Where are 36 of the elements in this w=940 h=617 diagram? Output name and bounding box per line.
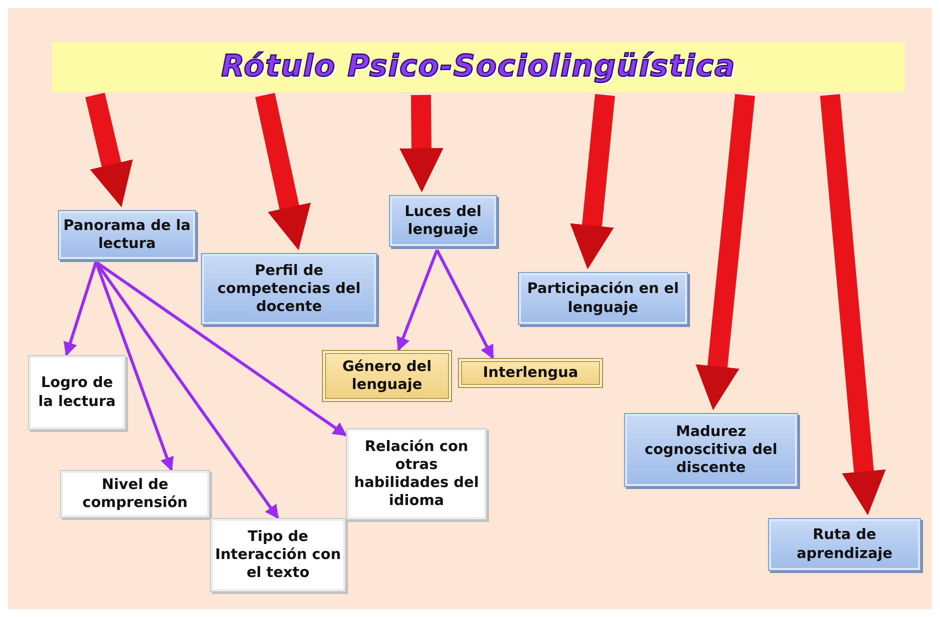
topic-box: [201, 253, 377, 325]
arrow: [95, 260, 348, 437]
topic-box: [389, 195, 497, 247]
box-label: Tipo de Interacción con el texto: [215, 528, 341, 582]
box-label: Madurez cognoscitiva del discente: [644, 422, 778, 478]
box-label: Luces del lenguaje: [404, 202, 482, 240]
topic-box: [210, 518, 346, 592]
box-label: Ruta de aprendizaje: [796, 526, 894, 563]
arrow: [820, 94, 886, 516]
box-label: Perfil de competencias del docente: [216, 262, 362, 316]
title-banner: [52, 42, 905, 92]
topic-box: [518, 272, 688, 325]
topic-box: [28, 355, 126, 430]
box-label: Interlengua: [482, 364, 578, 382]
topic-box: [624, 413, 798, 487]
topic-box: [768, 518, 921, 571]
arrow: [399, 94, 444, 192]
arrow: [85, 92, 133, 208]
box-label: Panorama de la lectura: [63, 216, 191, 254]
arrow: [570, 94, 615, 270]
title-text: Rótulo Psico-Sociolingüística: [221, 48, 736, 86]
arrow: [696, 94, 755, 410]
topic-box: [458, 358, 603, 388]
arrow: [255, 92, 311, 250]
box-label: Logro de la lectura: [37, 374, 117, 411]
box-label: Relación con otras habilidades del idioma: [353, 438, 480, 510]
topic-box: [60, 470, 210, 518]
box-label: Nivel de comprensión: [81, 476, 189, 512]
arrow: [396, 249, 438, 352]
topic-box: [346, 428, 487, 520]
box-label: Participación en el lenguaje: [526, 280, 680, 317]
topic-box: [322, 350, 452, 402]
arrow: [436, 249, 494, 360]
arrow: [64, 262, 98, 356]
box-label: Género del lenguaje: [341, 358, 433, 394]
topic-box: [58, 210, 196, 260]
